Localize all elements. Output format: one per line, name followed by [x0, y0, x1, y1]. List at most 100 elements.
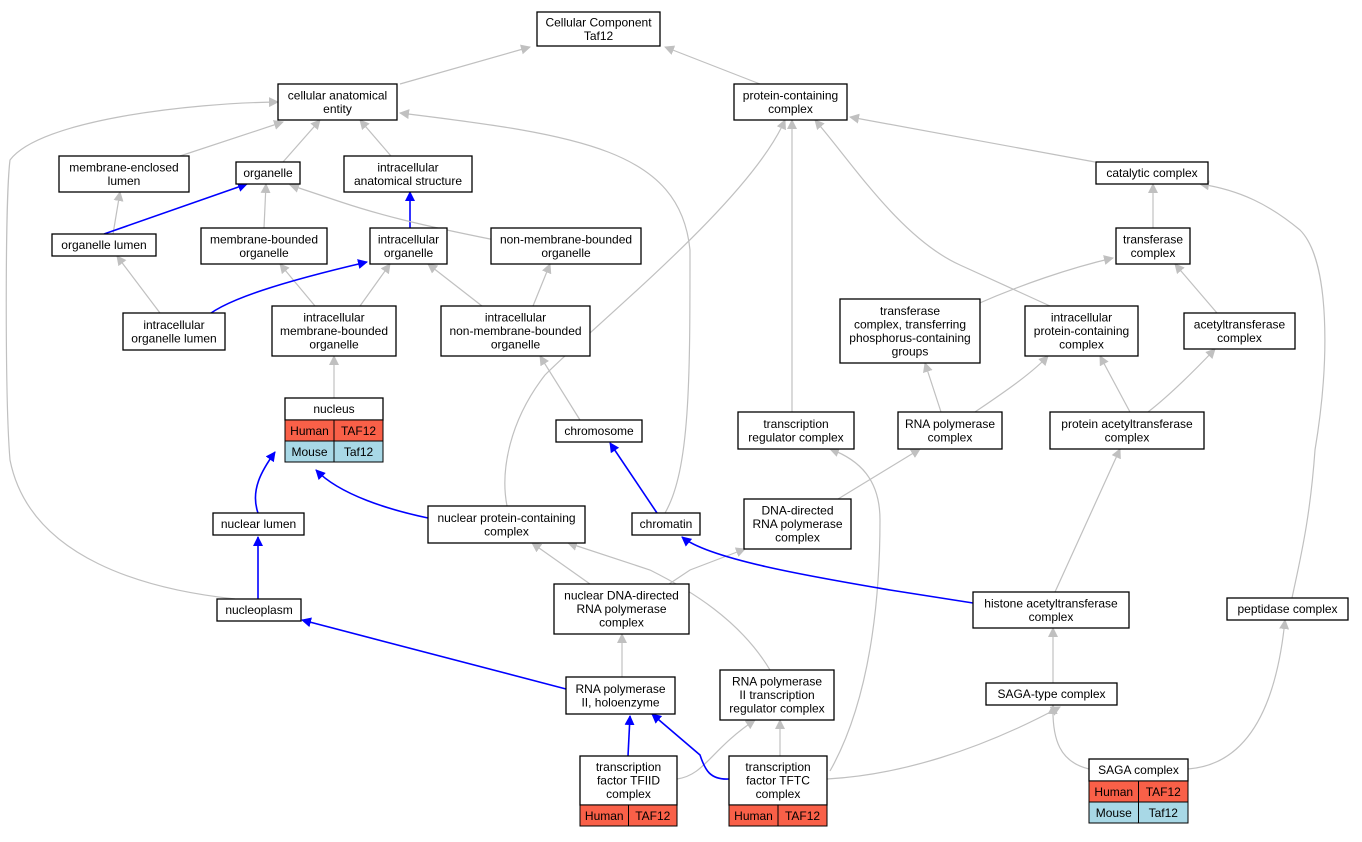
- node-nuclear-lumen[interactable]: nuclear lumen: [212, 512, 305, 536]
- node-box: [719, 669, 835, 721]
- node-organelle[interactable]: organelle: [235, 161, 301, 185]
- node-label: chromosome: [564, 424, 634, 438]
- node-label: intracellular: [378, 232, 439, 246]
- node-label: organelle: [243, 166, 293, 180]
- node-label: complex: [775, 531, 820, 545]
- node-box: [631, 512, 701, 536]
- node-box: [743, 498, 852, 550]
- node-label: complex: [1105, 430, 1150, 444]
- node-box: [58, 155, 190, 193]
- node-box: [1049, 411, 1205, 450]
- node-label: intracellular: [143, 318, 204, 332]
- node-label: intracellular: [1051, 311, 1112, 325]
- node-catalytic-complex[interactable]: catalytic complex: [1095, 161, 1209, 185]
- gene-label: TAF12: [341, 424, 376, 438]
- node-label: SAGA complex: [1098, 763, 1179, 777]
- node-box: [985, 682, 1118, 706]
- edge: [531, 542, 591, 585]
- node-label: organelle: [384, 246, 434, 260]
- edge: [826, 706, 1061, 780]
- node-label: Cellular Component: [545, 15, 652, 29]
- node-chromatin[interactable]: chromatin: [631, 512, 701, 536]
- node-label: nuclear lumen: [221, 517, 296, 531]
- edges-layer: [5, 44, 1326, 780]
- node-label: anatomical structure: [354, 174, 462, 188]
- edge: [5, 97, 279, 600]
- node-label: II transcription: [739, 688, 814, 702]
- node-box: [579, 755, 678, 806]
- node-box: [51, 233, 157, 257]
- mouse-gene-cell: [333, 440, 384, 463]
- node-box: [737, 411, 855, 450]
- species-label: Human: [290, 424, 329, 438]
- node-saga-type-complex[interactable]: SAGA-type complex: [985, 682, 1118, 706]
- node-intracellular-non-membrane-bounded-organelle[interactable]: intracellularnon-membrane-boundedorganel…: [440, 305, 591, 357]
- node-label: organelle lumen: [131, 331, 216, 345]
- node-box: [1183, 312, 1296, 350]
- node-nucleoplasm[interactable]: nucleoplasm: [216, 598, 302, 622]
- node-label: complex: [484, 524, 529, 538]
- node-label: catalytic complex: [1106, 166, 1197, 180]
- node-box: [733, 83, 848, 121]
- edge: [282, 119, 321, 163]
- node-label: nucleoplasm: [225, 603, 292, 617]
- node-label: organelle: [491, 338, 541, 352]
- edge: [279, 263, 316, 307]
- node-label: Taf12: [584, 29, 614, 43]
- node-box: [897, 411, 1003, 450]
- node-peptidase-complex[interactable]: peptidase complex: [1226, 597, 1349, 621]
- node-label: II, holoenzyme: [581, 695, 659, 709]
- node-label: transcription: [596, 760, 661, 774]
- edge: [399, 44, 531, 85]
- edge: [532, 263, 552, 307]
- node-organelle-lumen[interactable]: organelle lumen: [51, 233, 157, 257]
- node-label: non-membrane-bounded: [500, 232, 632, 246]
- edge: [814, 119, 1051, 307]
- node-box: [553, 583, 690, 635]
- node-label: transferase: [880, 304, 940, 318]
- edge: [1099, 355, 1131, 413]
- node-label: membrane-bounded: [210, 232, 318, 246]
- node-box: [271, 305, 397, 357]
- node-label: organelle lumen: [61, 238, 146, 252]
- node-box: [369, 227, 448, 265]
- edge: [664, 45, 761, 85]
- node-label: SAGA-type complex: [997, 687, 1105, 701]
- node-chromosome[interactable]: chromosome: [555, 419, 643, 443]
- highlighted-edge: [651, 713, 730, 780]
- edge: [539, 355, 581, 421]
- edge: [1047, 704, 1090, 770]
- node-label: complex: [1217, 331, 1262, 345]
- gene-label: TAF12: [785, 809, 820, 823]
- node-box: [972, 591, 1130, 629]
- edge: [427, 263, 483, 307]
